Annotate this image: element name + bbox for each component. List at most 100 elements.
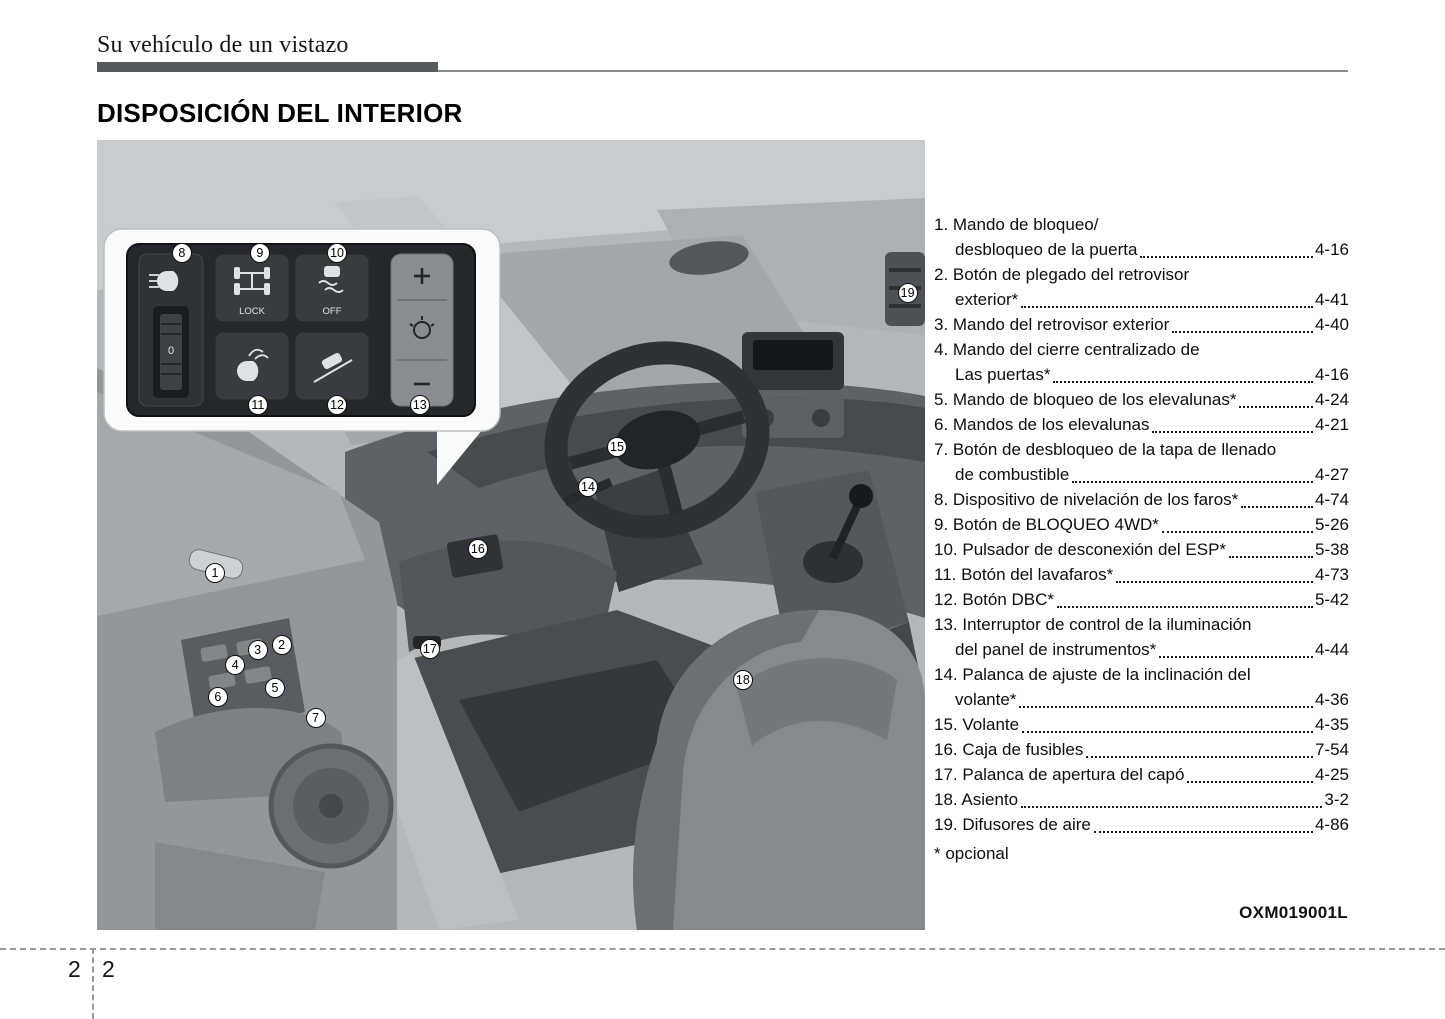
gear-knob <box>849 484 873 508</box>
figure-marker-11: 11 <box>247 395 268 416</box>
legend-page-ref: 4-73 <box>1314 565 1349 584</box>
dot-leader <box>1019 706 1313 708</box>
legend-page-ref: 5-38 <box>1314 540 1349 559</box>
legend-text: 1. Mando de bloqueo/ <box>934 215 1099 234</box>
rearview-mirror <box>669 241 749 275</box>
off-label: OFF <box>323 306 342 317</box>
legend-item: 1. Mando de bloqueo/desbloqueo de la pue… <box>934 212 1349 262</box>
legend-page-ref: 4-35 <box>1314 715 1349 734</box>
seat-bolster <box>633 610 819 930</box>
figure-marker-14: 14 <box>578 476 598 497</box>
figure-marker-17: 17 <box>419 638 440 659</box>
legend-text: 5. Mando de bloqueo de los elevalunas* <box>934 390 1237 409</box>
legend: 1. Mando de bloqueo/desbloqueo de la pue… <box>934 212 1349 866</box>
legend-text: 4. Mando del cierre centralizado de <box>934 340 1200 359</box>
legend-item: 13. Interruptor de control de la ilumina… <box>934 612 1349 662</box>
legend-text: exterior* <box>955 290 1019 309</box>
legend-page-ref: 4-16 <box>1314 365 1349 384</box>
dot-leader <box>1021 306 1313 308</box>
dot-leader <box>1229 556 1313 558</box>
floor-mat <box>459 660 709 812</box>
dot-leader <box>1152 431 1313 433</box>
speaker-cap <box>319 794 343 818</box>
figure-marker-12: 12 <box>327 395 348 416</box>
legend-page-ref: 4-21 <box>1314 415 1349 434</box>
audio-knob <box>812 409 830 427</box>
steering-wheel <box>544 341 770 539</box>
dbc-icon <box>313 359 353 383</box>
window-switch <box>244 666 272 684</box>
dot-leader <box>1086 756 1313 758</box>
legend-item: 9. Botón de BLOQUEO 4WD* 5-26 <box>934 512 1349 537</box>
legend-item: 11. Botón del lavafaros* 4-73 <box>934 562 1349 587</box>
legend-page-ref: 4-27 <box>1314 465 1349 484</box>
legend-text: 10. Pulsador de desconexión del ESP* <box>934 540 1227 559</box>
legend-item: 10. Pulsador de desconexión del ESP* 5-38 <box>934 537 1349 562</box>
figure-marker-4: 4 <box>225 655 246 676</box>
legend-text: 9. Botón de BLOQUEO 4WD* <box>934 515 1159 534</box>
dot-leader <box>1187 781 1313 783</box>
figure-marker-6: 6 <box>207 686 228 707</box>
legend-text: 11. Botón del lavafaros* <box>934 565 1114 584</box>
display-screen <box>753 340 833 370</box>
legend-page-ref: 4-74 <box>1314 490 1349 509</box>
legend-item: 7. Botón de desbloqueo de la tapa de lle… <box>934 437 1349 487</box>
legend-page-ref: 4-40 <box>1314 315 1349 334</box>
legend-text: 14. Palanca de ajuste de la inclinación … <box>934 665 1251 684</box>
legend-item: 17. Palanca de apertura del capó 4-25 <box>934 762 1349 787</box>
legend-page-ref: 4-25 <box>1314 765 1349 784</box>
legend-page-ref: 4-36 <box>1314 690 1349 709</box>
dot-leader <box>1239 406 1313 408</box>
dot-leader <box>1093 831 1313 833</box>
figure-marker-9: 9 <box>249 243 270 264</box>
dial-zero-label: 0 <box>168 345 174 357</box>
legend-page-ref: 3-2 <box>1324 790 1349 809</box>
headlight-icon <box>157 271 179 291</box>
legend-page-ref: 4-86 <box>1314 815 1349 834</box>
footer-page-number: 2 <box>102 956 115 982</box>
legend-item: 19. Difusores de aire 4-86 <box>934 812 1349 837</box>
figure-marker-18: 18 <box>732 670 753 691</box>
legend-text: 18. Asiento <box>934 790 1019 809</box>
legend-list: 1. Mando de bloqueo/desbloqueo de la pue… <box>934 212 1349 837</box>
legend-item: 18. Asiento 3-2 <box>934 787 1349 812</box>
dbc-button <box>294 331 370 401</box>
legend-text: 13. Interruptor de control de la ilumina… <box>934 615 1252 634</box>
gear-boot <box>803 541 863 583</box>
footer-rule <box>0 948 1445 950</box>
brightness-bulb-icon <box>413 321 431 339</box>
dot-leader <box>1072 481 1313 483</box>
washer-icon <box>237 361 259 381</box>
dot-leader <box>1022 731 1313 733</box>
legend-text: 12. Botón DBC* <box>934 590 1055 609</box>
legend-footnote: * opcional <box>934 844 1009 863</box>
figure-marker-1: 1 <box>204 562 225 583</box>
footer-chapter-number: 2 <box>68 956 81 982</box>
figure-marker-7: 7 <box>305 708 326 729</box>
gear-lever <box>829 500 863 560</box>
lock-label: LOCK <box>239 306 266 317</box>
dot-leader <box>1159 656 1313 658</box>
door-trim <box>97 392 365 616</box>
figure-marker-8: 8 <box>171 243 192 264</box>
figure-marker-2: 2 <box>271 634 292 655</box>
legend-text: 8. Dispositivo de nivelación de los faro… <box>934 490 1239 509</box>
controls-panel-illustration: 0 LOCK <box>103 228 501 432</box>
figure-marker-15: 15 <box>606 437 627 458</box>
figure-marker-13: 13 <box>409 395 430 416</box>
legend-page-ref: 5-26 <box>1314 515 1349 534</box>
legend-text: 17. Palanca de apertura del capó <box>934 765 1185 784</box>
legend-text: 19. Difusores de aire <box>934 815 1091 834</box>
legend-text: 7. Botón de desbloqueo de la tapa de lle… <box>934 440 1277 459</box>
legend-text: del panel de instrumentos* <box>955 640 1157 659</box>
seat-cushion <box>737 658 897 746</box>
legend-item: 12. Botón DBC*5-42 <box>934 587 1349 612</box>
headlight-leveling-button: 0 <box>138 253 204 407</box>
dot-leader <box>1021 806 1323 808</box>
dot-leader <box>1116 581 1313 583</box>
